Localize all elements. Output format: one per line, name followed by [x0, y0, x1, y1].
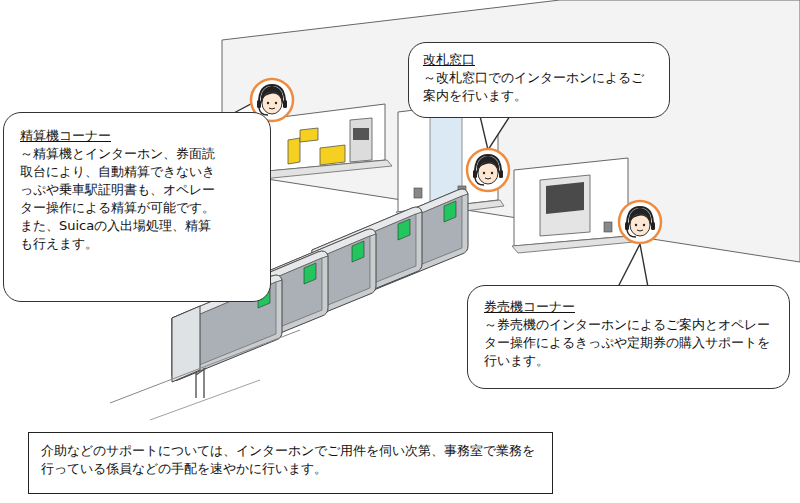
callout-heading: 改札窓口	[423, 51, 655, 69]
callout-bubble: 精算機コーナー～精算機とインターホン、券面読取台により、自動精算できないきっぷや…	[3, 112, 271, 302]
callout-body: ～改札窓口でのインターホンによるご案内を行います。	[423, 69, 655, 105]
callout-body: ～券売機のインターホンによるご案内とオペレーター操作によるきっぷや定期券の購入サ…	[484, 316, 775, 370]
callout-bubble: 券売機コーナー～券売機のインターホンによるご案内とオペレーター操作によるきっぷや…	[467, 285, 790, 389]
callout-heading: 券売機コーナー	[484, 298, 775, 316]
callout-heading: 精算機コーナー	[20, 127, 220, 145]
note-box: 介助などのサポートについては、インターホンでご用件を伺い次第、事務室で業務を行っ…	[28, 432, 553, 494]
callout-bubble: 改札窓口～改札窓口でのインターホンによるご案内を行います。	[408, 42, 670, 118]
callout-body: 介助などのサポートについては、インターホンでご用件を伺い次第、事務室で業務を行っ…	[41, 442, 540, 478]
callout-body: ～精算機とインターホン、券面読取台により、自動精算できないきっぷや乗車駅証明書も…	[20, 145, 220, 253]
